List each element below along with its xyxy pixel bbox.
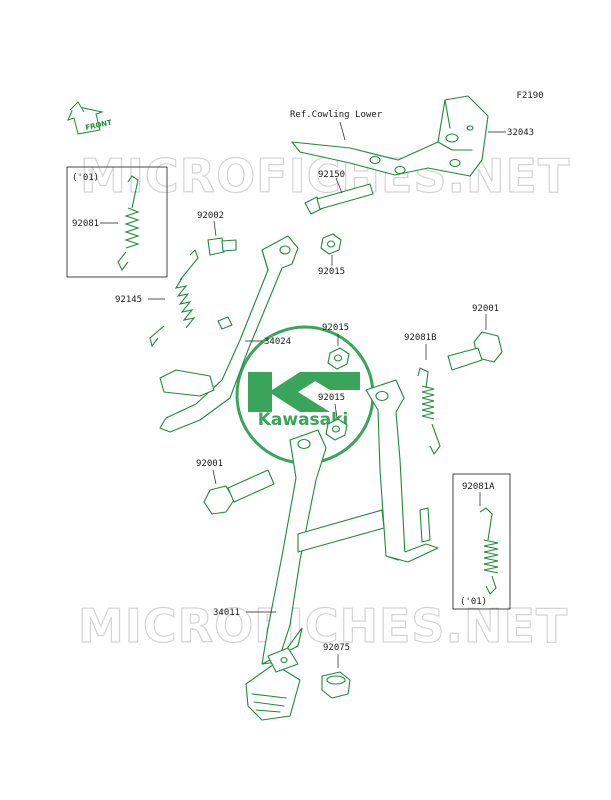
part-92075-stopper <box>321 671 351 699</box>
part-92081B-spring <box>417 367 441 456</box>
part-92015-nut-mid <box>327 347 350 370</box>
part-label-92015-mid: 92015 <box>322 323 349 333</box>
part-92015-nut-top <box>320 233 342 255</box>
note-92081A: ('01) <box>460 597 487 607</box>
part-label-92145: 92145 <box>115 295 142 305</box>
part-label-92081: 92081 <box>72 219 99 229</box>
part-label-92002: 92002 <box>197 211 224 221</box>
part-label-92015-low: 92015 <box>318 393 345 403</box>
part-92145-spring <box>149 249 199 348</box>
part-34024-side-stand <box>159 235 299 433</box>
logo-text: Kawasaki <box>258 410 349 430</box>
front-arrow-icon: FRONT <box>67 101 113 135</box>
part-label-34011: 34011 <box>213 608 240 618</box>
part-label-92015-top: 92015 <box>318 267 345 277</box>
part-92001-bolt-left <box>203 469 275 515</box>
part-label-92081A: 92081A <box>462 482 495 492</box>
part-92015-nut-low <box>325 418 348 441</box>
leader-92150 <box>335 177 343 194</box>
part-32043-bracket <box>291 95 489 177</box>
part-92001-bolt-right <box>447 331 503 371</box>
box-92081 <box>66 166 168 278</box>
box-92081A <box>452 473 511 610</box>
part-label-92081B: 92081B <box>404 333 437 343</box>
part-label-92150: 92150 <box>318 170 345 180</box>
note-92081: ('01) <box>72 173 99 183</box>
leader-92002 <box>213 220 217 237</box>
leader-92001-left <box>212 469 217 485</box>
ref-cowling-label: Ref.Cowling Lower <box>290 110 383 120</box>
leader-92015-low <box>334 403 338 419</box>
part-34011-center-stand <box>245 379 439 721</box>
part-92081A-spring <box>479 507 499 595</box>
part-92002-pin <box>207 237 237 256</box>
part-label-92001-right: 92001 <box>472 304 499 314</box>
part-label-32043: 32043 <box>507 128 534 138</box>
watermark-bottom: MICROFICHES.NET <box>78 599 568 653</box>
part-92150-bolt <box>304 183 374 215</box>
part-label-92001-left: 92001 <box>196 459 223 469</box>
part-label-92075: 92075 <box>323 643 350 653</box>
kawasaki-logo: Kawasaki <box>235 325 375 465</box>
ref-cowling-leader <box>339 121 346 141</box>
part-label-34024: 34024 <box>264 337 291 347</box>
part-92081-spring <box>117 175 140 272</box>
figure-code: F2190 <box>516 91 543 101</box>
